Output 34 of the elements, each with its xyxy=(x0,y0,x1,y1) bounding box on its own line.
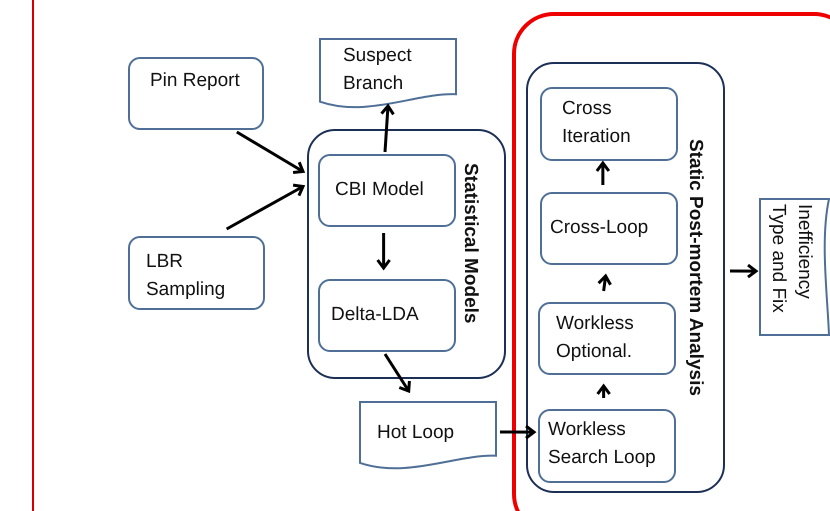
document-label: Hot Loop xyxy=(377,421,456,445)
box-label: CBI Model xyxy=(335,178,425,202)
group-heading: Static Post-mortem Analysis xyxy=(684,139,706,396)
box-label: Pin Report xyxy=(150,69,241,93)
process-box xyxy=(128,236,265,310)
process-box xyxy=(538,302,676,375)
arrow xyxy=(236,130,304,174)
group-container xyxy=(526,62,725,493)
process-box xyxy=(538,409,676,483)
arrow xyxy=(384,353,411,392)
process-box xyxy=(128,57,264,130)
box-label: LBR Sampling xyxy=(146,250,226,302)
arrow xyxy=(597,274,612,292)
group-container xyxy=(307,129,506,379)
box-label: Cross Iteration xyxy=(562,97,632,149)
process-box xyxy=(540,192,678,265)
arrow xyxy=(730,264,758,279)
arrow xyxy=(596,384,612,398)
box-label: Workless Optional. xyxy=(556,312,635,364)
box-label: Cross-Loop xyxy=(550,216,650,240)
output-label: Inefficiency Type and Fix xyxy=(767,204,816,315)
document-shape xyxy=(759,198,830,336)
arrow xyxy=(226,184,304,230)
group-heading: Statistical Models xyxy=(459,163,481,324)
process-box xyxy=(318,154,456,227)
document-label: Suspect Branch xyxy=(343,44,413,96)
box-label: Delta-LDA xyxy=(331,303,420,327)
process-box xyxy=(318,279,456,352)
arrow xyxy=(376,233,392,270)
box-label: Workless Search Loop xyxy=(548,418,657,470)
arrow xyxy=(595,162,610,185)
arrow xyxy=(380,104,395,152)
arrow xyxy=(500,424,536,440)
process-box xyxy=(540,87,678,161)
